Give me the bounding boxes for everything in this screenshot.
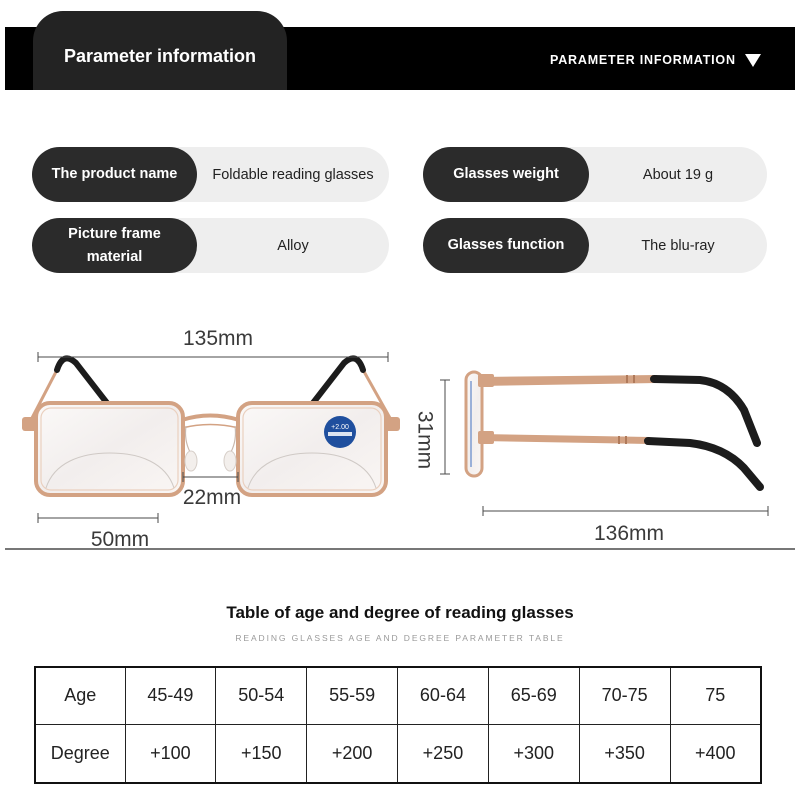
front-view-glasses: +2.00 xyxy=(22,355,400,497)
param-label: Glasses weight xyxy=(423,147,589,202)
lens-width-label: 50mm xyxy=(91,528,149,551)
front-width-label: 135mm xyxy=(183,327,253,350)
age-degree-table: Age 45-49 50-54 55-59 60-64 65-69 70-75 … xyxy=(34,666,762,784)
degree-cell: +200 xyxy=(306,723,399,784)
age-cell: 55-59 xyxy=(306,666,399,725)
age-row: Age 45-49 50-54 55-59 60-64 65-69 70-75 … xyxy=(34,666,762,725)
lens-height-label: 31mm xyxy=(414,411,437,469)
param-product-name: The product name Foldable reading glasse… xyxy=(32,147,389,202)
sticker-power-text: +2.00 xyxy=(331,424,349,431)
table-title: Table of age and degree of reading glass… xyxy=(226,603,574,622)
side-view-glasses xyxy=(464,370,764,491)
bridge xyxy=(181,413,240,472)
age-cell: 75 xyxy=(669,666,762,725)
header-tab-title: Parameter information xyxy=(63,46,257,66)
param-value: The blu-ray xyxy=(641,237,715,254)
lower-temple-arm xyxy=(478,431,764,491)
lens-edge xyxy=(464,370,484,478)
degree-cell: +150 xyxy=(215,723,308,784)
header-right: PARAMETER INFORMATION xyxy=(550,51,761,69)
age-cell: 60-64 xyxy=(397,666,489,725)
table-subtitle: READING GLASSES AGE AND DEGREE PARAMETER… xyxy=(235,633,565,643)
upper-temple-arm xyxy=(478,374,761,447)
degree-cell: +350 xyxy=(578,723,671,784)
temple-length-label: 136mm xyxy=(594,522,664,545)
age-row-label: Age xyxy=(34,666,126,725)
param-frame-material: Picture frame material Alloy xyxy=(32,218,389,273)
age-cell: 50-54 xyxy=(215,666,308,725)
param-label: Picture frame material xyxy=(32,218,197,273)
degree-cell: +250 xyxy=(397,723,489,784)
param-glasses-weight: Glasses weight About 19 g xyxy=(423,147,767,202)
age-cell: 45-49 xyxy=(124,666,217,725)
age-cell: 70-75 xyxy=(578,666,671,725)
left-nose-pad xyxy=(184,450,198,472)
degree-cell: +100 xyxy=(124,723,217,784)
dimension-bridge-width: 22mm xyxy=(182,472,241,509)
bridge-width-label: 22mm xyxy=(183,486,241,509)
triangle-down-icon xyxy=(744,53,761,67)
dimension-front-width: 135mm xyxy=(37,327,389,362)
left-lens xyxy=(34,401,185,497)
dimension-lens-width: 50mm xyxy=(37,513,159,551)
dimension-temple-length: 136mm xyxy=(482,506,769,545)
degree-row: Degree +100 +150 +200 +250 +300 +350 +40… xyxy=(34,723,762,784)
power-sticker: +2.00 xyxy=(324,416,356,448)
param-value: About 19 g xyxy=(642,166,714,183)
degree-cell: +300 xyxy=(487,723,580,784)
right-nose-pad xyxy=(223,450,237,472)
param-label: Glasses function xyxy=(423,218,589,273)
param-value: Alloy xyxy=(277,237,309,254)
header-tab: Parameter information xyxy=(33,11,287,90)
age-cell: 65-69 xyxy=(487,666,580,725)
dimension-lens-height: 31mm xyxy=(414,379,450,475)
param-label: The product name xyxy=(32,147,197,202)
header-right-title: PARAMETER INFORMATION xyxy=(550,53,736,67)
param-value: Foldable reading glasses xyxy=(212,166,374,183)
degree-row-label: Degree xyxy=(34,723,126,784)
degree-cell: +400 xyxy=(669,723,762,784)
right-lens xyxy=(236,401,388,497)
param-glasses-function: Glasses function The blu-ray xyxy=(423,218,767,273)
